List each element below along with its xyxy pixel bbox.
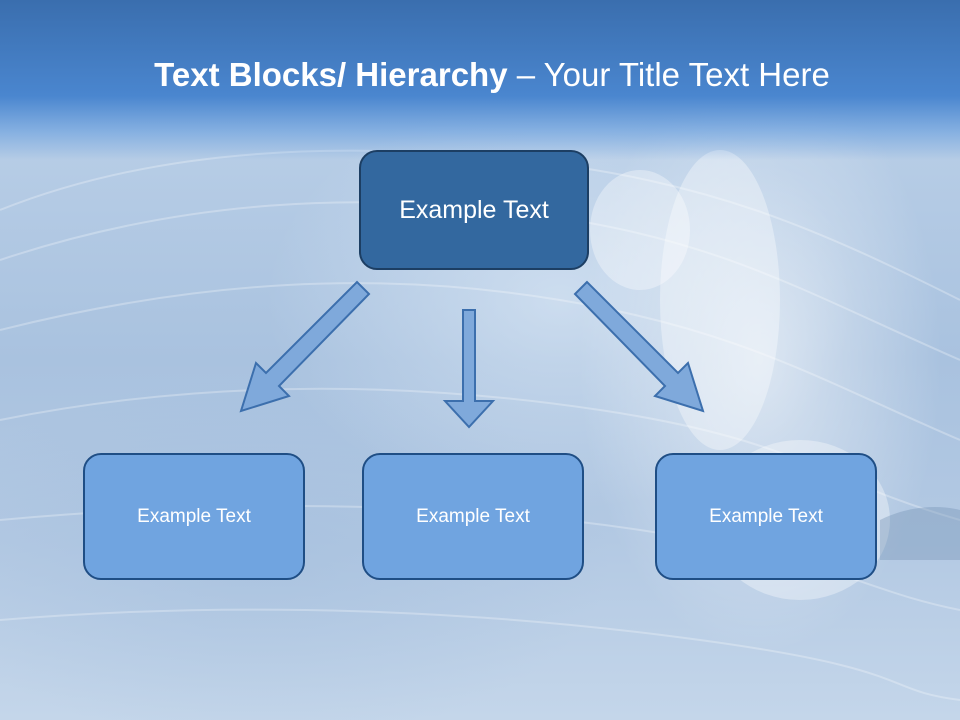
child-box-right[interactable]: Example Text	[655, 453, 877, 580]
title-rest-text: – Your Title Text Here	[507, 56, 830, 93]
child-box-left[interactable]: Example Text	[83, 453, 305, 580]
arrow-left-icon[interactable]	[239, 280, 371, 413]
child-box-center[interactable]: Example Text	[362, 453, 584, 580]
top-level-box-label: Example Text	[399, 195, 549, 224]
slide-title[interactable]: Text Blocks/ Hierarchy – Your Title Text…	[0, 56, 960, 94]
arrow-right-icon[interactable]	[573, 280, 705, 413]
title-bold-text: Text Blocks/ Hierarchy	[154, 56, 508, 93]
arrow-down-icon[interactable]	[442, 309, 496, 429]
child-box-left-label: Example Text	[137, 505, 251, 527]
child-box-center-label: Example Text	[416, 505, 530, 527]
top-level-box[interactable]: Example Text	[359, 150, 589, 270]
title-band	[0, 0, 960, 160]
child-box-right-label: Example Text	[709, 505, 823, 527]
